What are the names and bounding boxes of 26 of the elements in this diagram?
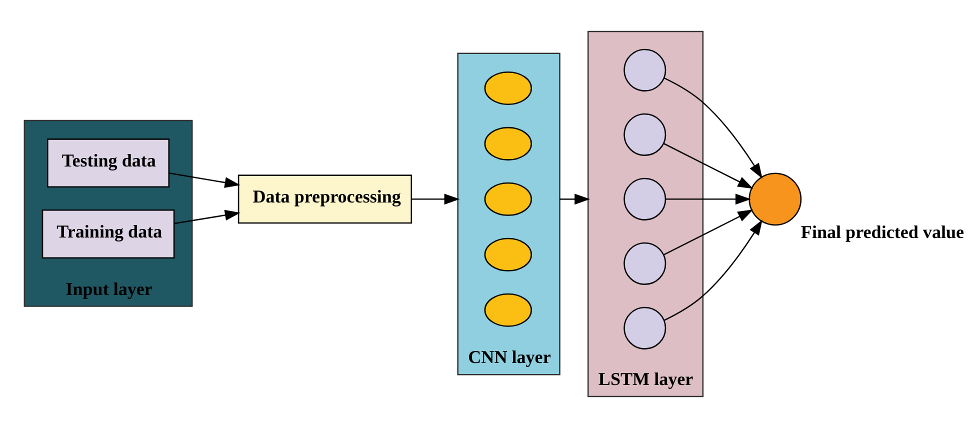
node-circle (624, 306, 666, 350)
arrow (169, 172, 240, 188)
cluster: LSTM layer (587, 30, 704, 398)
node-box: Training data (42, 209, 175, 258)
node-box: Data preprocessing (238, 174, 412, 224)
arrow (666, 194, 751, 205)
node-ellipse (484, 71, 532, 105)
node-circle (624, 48, 666, 92)
arrow (664, 210, 754, 256)
node-circle (624, 113, 666, 156)
arrow (664, 143, 754, 189)
node-circle (748, 172, 802, 226)
node-ellipse (484, 126, 532, 160)
node-ellipse (484, 293, 532, 327)
cluster: CNN layer (457, 52, 560, 376)
node-circle (624, 242, 666, 285)
arrow (664, 77, 762, 179)
node-ellipse (484, 182, 532, 216)
arrow (560, 194, 590, 205)
node-label: Final predicted value (800, 222, 964, 242)
arrow (412, 194, 460, 205)
node-circle (624, 178, 666, 220)
node-box: Testing data (47, 138, 170, 188)
node-ellipse (484, 238, 532, 272)
arrow (664, 220, 762, 321)
arrow (174, 210, 240, 224)
